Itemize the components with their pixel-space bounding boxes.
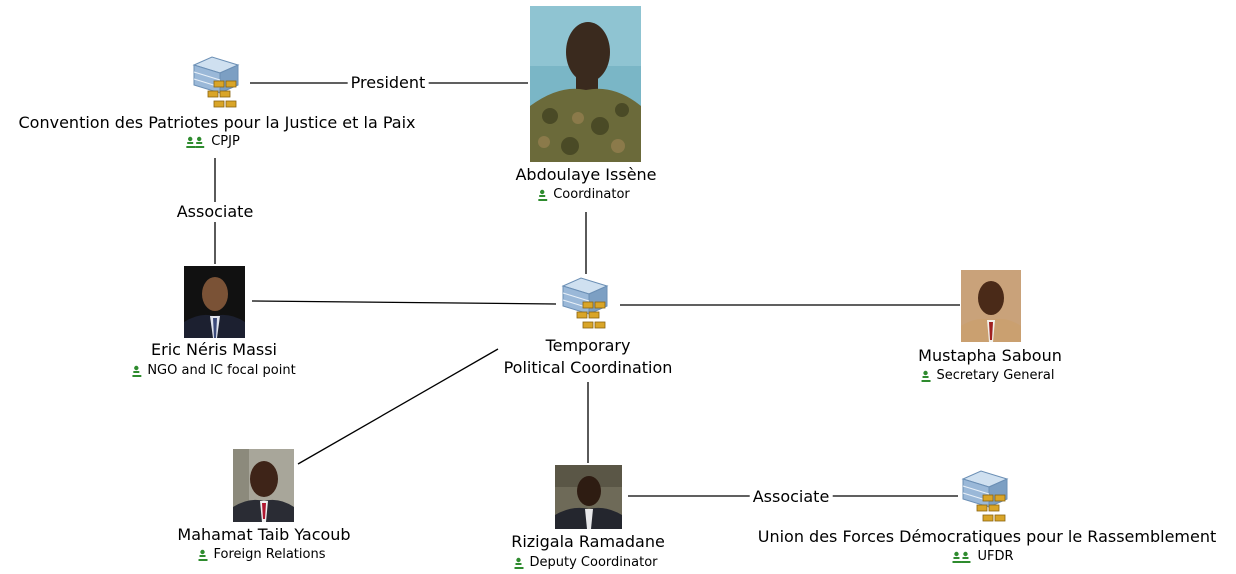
person-photo-massi[interactable] bbox=[184, 266, 245, 338]
ufdr-role: UFDR bbox=[952, 549, 1014, 565]
person-photo-yacoub[interactable] bbox=[233, 449, 294, 522]
edge-label-president: President bbox=[347, 73, 429, 93]
ufdr-name[interactable]: Union des Forces Démocratiques pour le R… bbox=[757, 527, 1217, 546]
organization-icon[interactable] bbox=[559, 276, 615, 336]
person-photo-issene[interactable] bbox=[530, 6, 641, 162]
cpjp-role: CPJP bbox=[186, 134, 240, 150]
person-photo-saboun[interactable] bbox=[961, 270, 1021, 342]
ramadane-name[interactable]: Rizigala Ramadane bbox=[511, 532, 665, 551]
yacoub-role: Foreign Relations bbox=[198, 547, 326, 563]
person-photo-ramadane[interactable] bbox=[555, 465, 622, 529]
issene-role-label: Coordinator bbox=[553, 187, 630, 202]
group-icon bbox=[952, 551, 971, 563]
yacoub-name[interactable]: Mahamat Taib Yacoub bbox=[177, 525, 351, 544]
massi-name[interactable]: Eric Néris Massi bbox=[151, 340, 277, 359]
ramadane-role: Deputy Coordinator bbox=[514, 555, 658, 571]
edge-tpc-yacoub bbox=[297, 348, 499, 465]
organization-icon[interactable] bbox=[959, 469, 1015, 529]
organization-icon[interactable] bbox=[190, 55, 246, 115]
saboun-role: Secretary General bbox=[921, 368, 1055, 384]
edge-label-associate-cpjp: Associate bbox=[173, 202, 257, 222]
saboun-role-label: Secretary General bbox=[936, 368, 1055, 383]
saboun-name[interactable]: Mustapha Saboun bbox=[918, 346, 1062, 365]
edge-massi-tpc bbox=[251, 300, 557, 305]
person-icon bbox=[132, 365, 142, 377]
issene-name[interactable]: Abdoulaye Issène bbox=[515, 165, 657, 184]
person-icon bbox=[198, 549, 208, 561]
tpc-name-line1[interactable]: Temporary bbox=[545, 336, 631, 355]
tpc-name-line2[interactable]: Political Coordination bbox=[503, 358, 673, 377]
person-icon bbox=[514, 557, 524, 569]
massi-role-label: NGO and IC focal point bbox=[147, 363, 296, 378]
ramadane-role-label: Deputy Coordinator bbox=[529, 555, 658, 570]
person-icon bbox=[921, 370, 931, 382]
edge-label-associate-ufdr: Associate bbox=[749, 487, 833, 507]
cpjp-role-label: CPJP bbox=[211, 134, 240, 149]
person-icon bbox=[538, 189, 548, 201]
issene-role: Coordinator bbox=[538, 187, 630, 203]
ufdr-role-label: UFDR bbox=[977, 549, 1014, 564]
massi-role: NGO and IC focal point bbox=[132, 363, 296, 379]
yacoub-role-label: Foreign Relations bbox=[213, 547, 326, 562]
cpjp-name[interactable]: Convention des Patriotes pour la Justice… bbox=[18, 113, 416, 132]
group-icon bbox=[186, 136, 205, 148]
